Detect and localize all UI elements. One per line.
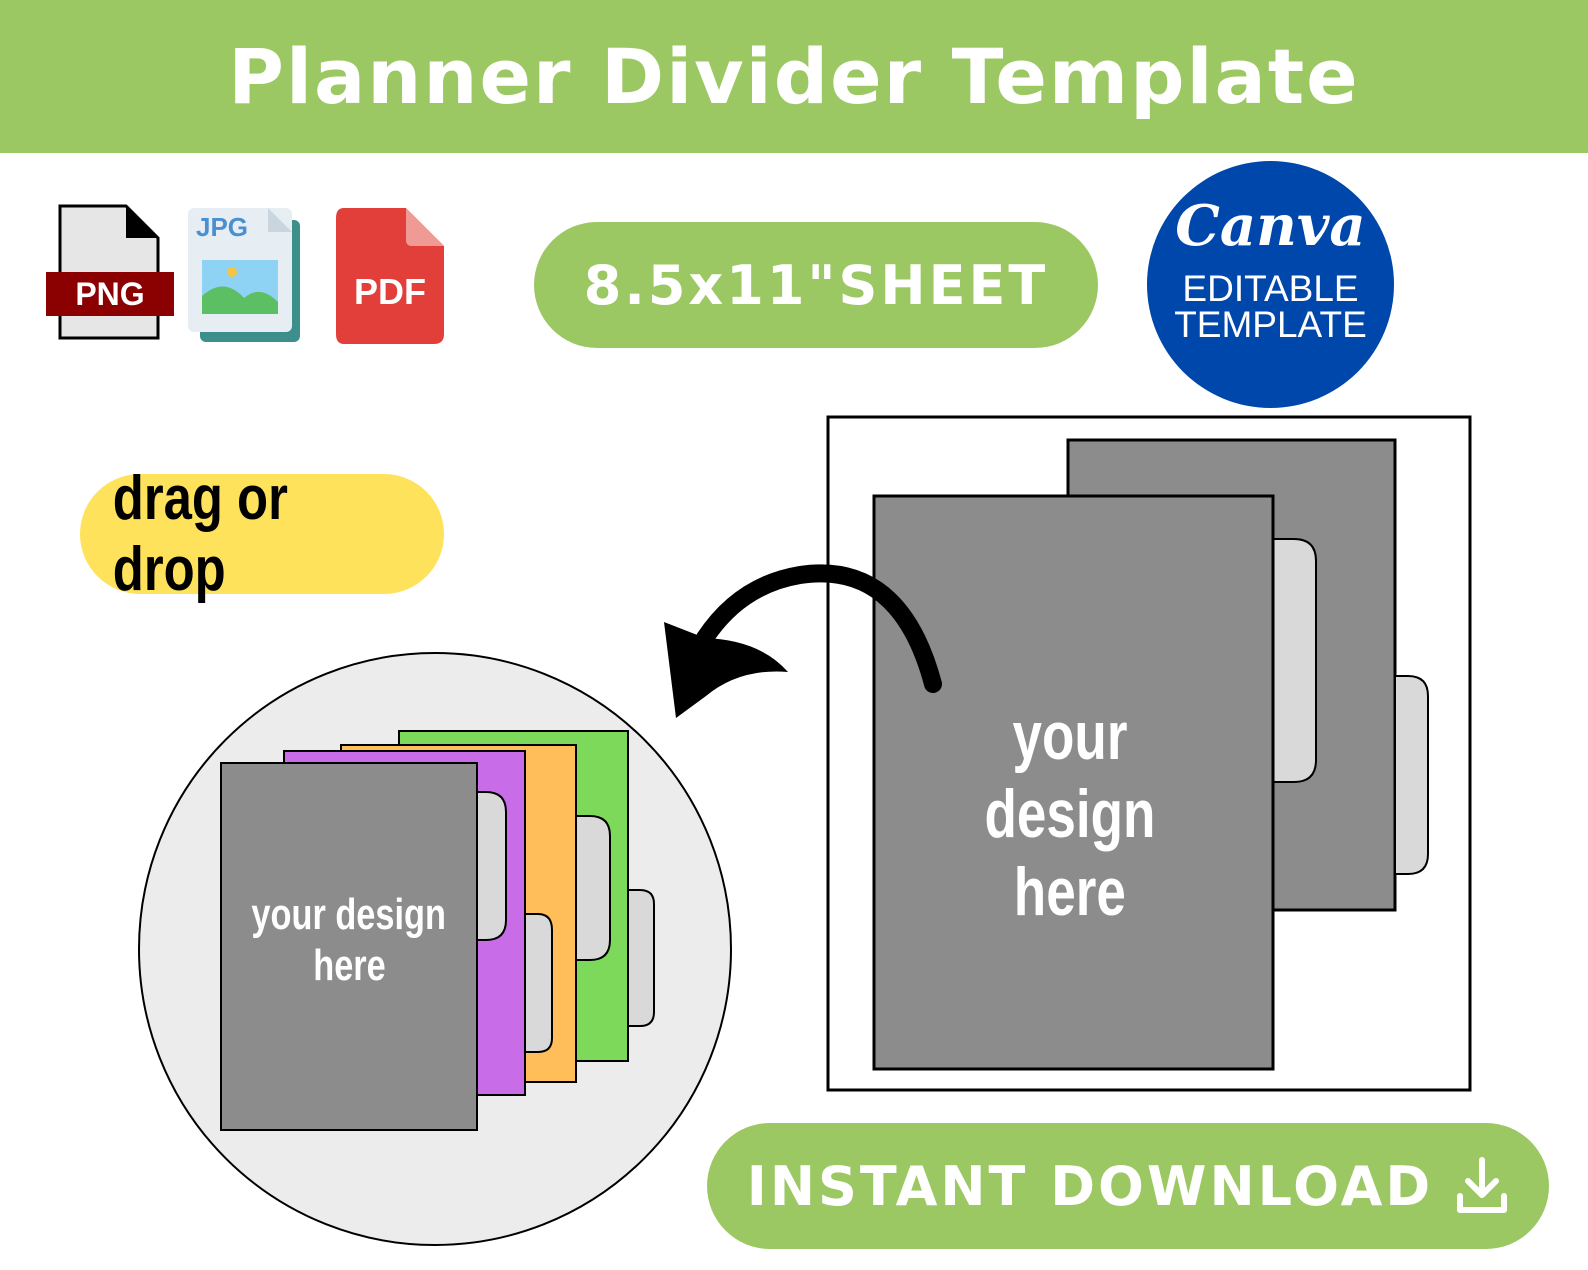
canva-subtitle-line1: EDITABLE	[1182, 268, 1359, 309]
header-banner: Planner Divider Template	[0, 0, 1588, 153]
png-file-icon: PNG	[46, 204, 174, 340]
orange-label-peek	[525, 856, 536, 880]
drag-drop-label: drag or drop	[112, 464, 288, 604]
purple-divider-tab-lower	[524, 913, 553, 1053]
png-label: PNG	[75, 276, 144, 312]
stacked-dividers-thumbnail	[138, 652, 732, 1246]
instant-download-button[interactable]: INSTANT DOWNLOAD	[707, 1123, 1549, 1249]
gray-divider-page	[220, 762, 478, 1131]
preview-design-text: your design here	[880, 697, 1260, 932]
download-icon	[1457, 1157, 1508, 1213]
canva-subtitle: EDITABLE TEMPLATE	[1147, 268, 1394, 345]
back-divider-tab	[1394, 675, 1429, 875]
jpg-file-icon: JPG	[188, 208, 300, 342]
preview-design-line2: here	[1013, 854, 1127, 931]
sheet-size-badge: 8.5x11"SHEET	[534, 222, 1098, 348]
front-divider-page	[872, 494, 1275, 1071]
canva-badge: Canva EDITABLE TEMPLATE	[1147, 161, 1394, 408]
thumbnail-design-line1: your design	[251, 890, 447, 939]
orange-divider-tab	[575, 815, 611, 961]
thumbnail-design-line2: here	[312, 940, 386, 990]
thumbnail-design-text: your design here	[221, 890, 477, 991]
instant-download-label: INSTANT DOWNLOAD	[746, 1154, 1434, 1218]
page-title: Planner Divider Template	[228, 31, 1360, 121]
drag-drop-badge: drag or drop	[80, 464, 444, 604]
front-divider-tab	[1272, 538, 1317, 783]
preview-design-line1: your design	[984, 698, 1156, 853]
sheet-preview	[826, 415, 1472, 1092]
green-divider-tab	[627, 889, 655, 1027]
curved-arrow-icon	[664, 564, 942, 718]
canva-subtitle-line2: TEMPLATE	[1174, 304, 1367, 345]
pdf-label: PDF	[354, 271, 426, 312]
canva-logo: Canva	[1175, 193, 1366, 259]
gray-divider-tab	[476, 791, 507, 941]
jpg-label: JPG	[196, 212, 248, 242]
pdf-file-icon: PDF	[336, 208, 444, 344]
